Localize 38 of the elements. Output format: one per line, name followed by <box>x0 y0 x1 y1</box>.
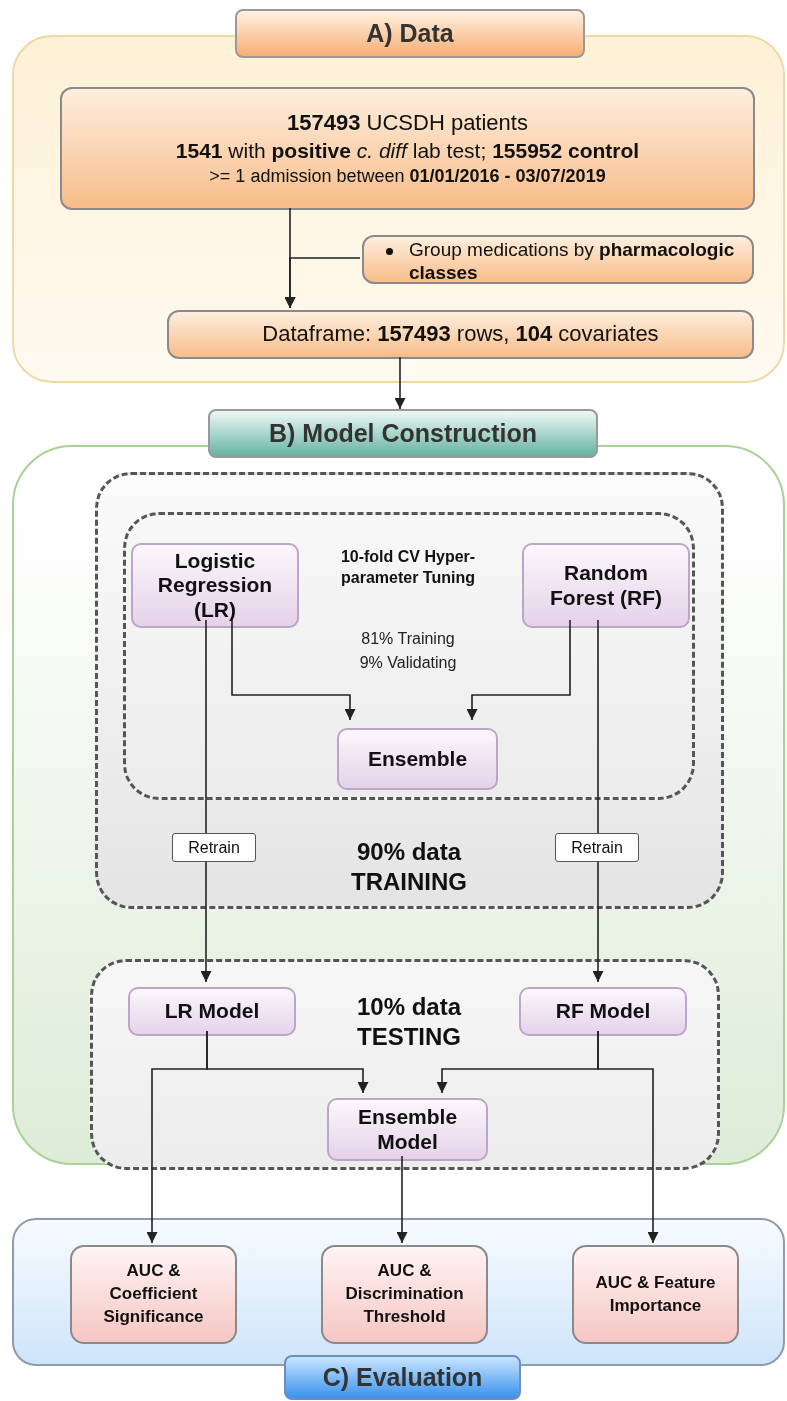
model-box: Random Forest (RF) <box>522 543 690 628</box>
arrow <box>146 1030 208 1244</box>
group-label: 90% data TRAINING <box>350 837 468 897</box>
dashed-group-box <box>123 512 695 800</box>
arrow <box>394 356 406 410</box>
model-box: RF Model <box>519 987 687 1036</box>
label-text: 1541 with positive c. diff lab test; 155952 control <box>175 138 640 165</box>
model-box: Ensemble <box>337 728 498 790</box>
label-text: 157493 UCSDH patients <box>287 108 528 137</box>
section-header: B) Model Construction <box>208 409 598 458</box>
result-box: AUC & Discrimination Threshold <box>321 1245 488 1344</box>
section-header: C) Evaluation <box>284 1355 521 1400</box>
section-header: A) Data <box>235 9 585 58</box>
arrow <box>597 1030 659 1244</box>
label-text: Group medications by pharmacologic classes <box>409 239 736 285</box>
dashed-group-box <box>95 472 724 909</box>
note-text: 81% Training 9% Validating <box>358 629 458 673</box>
model-box: Ensemble Model <box>327 1098 488 1161</box>
label-text: >= 1 admission between 01/01/2016 - 03/07/2019 <box>209 164 606 188</box>
group-label: 10% data TESTING <box>355 992 463 1052</box>
arrow <box>466 619 571 721</box>
edge-label: Retrain <box>172 833 256 862</box>
arrow <box>284 257 361 309</box>
data-box <box>362 235 754 284</box>
arrow <box>231 619 356 721</box>
label-text: Dataframe: 157493 rows, 104 covariates <box>262 320 659 349</box>
arrow <box>592 619 604 983</box>
edge-label: Retrain <box>555 833 639 862</box>
arrow <box>396 1155 408 1244</box>
arrow <box>200 619 212 983</box>
model-box: Logistic Regression (LR) <box>131 543 299 628</box>
result-box: AUC & Coefficient Significance <box>70 1245 237 1344</box>
data-box <box>167 310 754 359</box>
dashed-group-box <box>90 959 720 1170</box>
result-box: AUC & Feature Importance <box>572 1245 739 1344</box>
data-box <box>60 87 755 210</box>
group-label: 10-fold CV Hyper-parameter Tuning <box>339 547 477 588</box>
model-box: LR Model <box>128 987 296 1036</box>
